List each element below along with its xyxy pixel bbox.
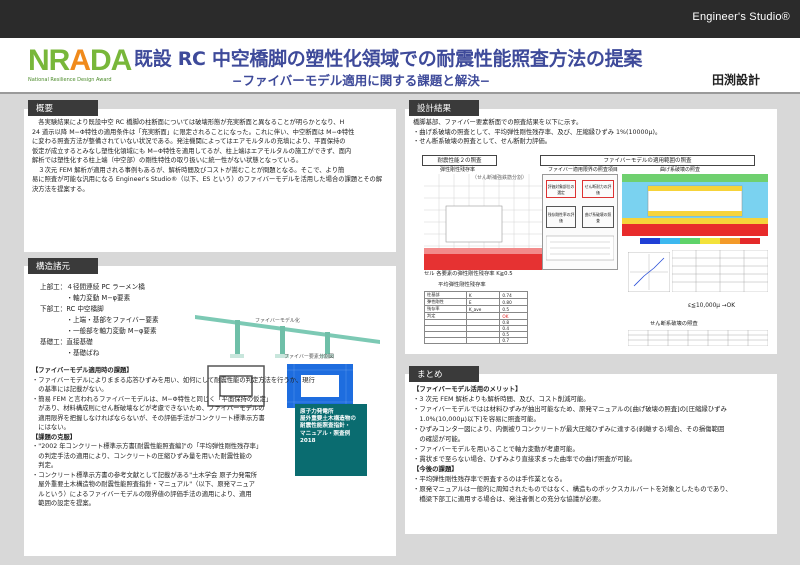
- flow-box-4: 曲げ系破壊の照査: [582, 206, 614, 228]
- narda-logo: NRADA National Resilience Design Award: [28, 44, 132, 84]
- design-result-label: 設計結果: [409, 100, 479, 116]
- fiber-mesh-figure: [287, 364, 353, 408]
- studio-brand: Engineer's Studio®: [692, 11, 790, 23]
- sub-fiber-items: ファイバー適用限界の照査項目: [548, 167, 618, 173]
- bridge-caption: ファイバーモデル化: [255, 318, 300, 324]
- fiber-mesh-caption: ファイバー要素分割図: [284, 354, 334, 360]
- table-title: 平均弾性剛性残存率: [438, 282, 486, 288]
- box-seismic-2: 耐震性能２の照査: [422, 155, 497, 166]
- overview-text: 各実験結果により既設中空 RC 橋脚の柱断面については破壊形態が充実断面と異なる…: [32, 119, 383, 193]
- structure-label: 構造諸元: [28, 258, 98, 274]
- table-row: 0.7: [424, 337, 528, 344]
- flow-box-3: 残存剛性率の評価: [546, 206, 576, 228]
- flow-arrows: [546, 235, 614, 261]
- sub-elastic: 弾性剛性残存率: [440, 167, 476, 173]
- header-rule: [0, 92, 800, 94]
- top-banner: [0, 0, 800, 38]
- sub-bending: 曲げ系破壊の照査: [660, 167, 701, 173]
- mini-result-table-fig: [672, 250, 768, 292]
- flow-box-1: 評価対象部位の選定: [546, 180, 576, 198]
- shear-title: せん断系破壊の照査: [650, 321, 698, 327]
- overview-label: 概要: [28, 100, 98, 116]
- author-name: 田渕設計: [712, 73, 761, 87]
- result-left-caption: セル 各要素の弾性剛性残存率 K≧0.5: [424, 271, 513, 277]
- hollow-section-figure: [207, 365, 265, 407]
- title-area: [0, 38, 800, 98]
- overview-panel: [24, 109, 396, 252]
- design-result-text: 橋脚基部、ファイバー要素断面での照査結果を以下に示す。・曲げ系破壊の照査として、…: [413, 119, 662, 145]
- summary-text: 【ファイバーモデル活用のメリット】 ・3 次元 FEM 解析よりも解析時間、及び…: [413, 385, 732, 503]
- hysteresis-graph: [628, 252, 670, 292]
- contour-colorbar: [640, 238, 760, 244]
- strain-result: ε≦10,000μ →OK: [688, 303, 736, 309]
- shear-table-fig: [628, 330, 768, 346]
- structure-spec: 上部工：４径間連続 PC ラーメン橋 ・軸力変動 M−φ要素下部工：RC 中空橋…: [40, 283, 159, 357]
- page-title: 既設 RC 中空橋脚の塑性化領域での耐震性能照査方法の提案: [134, 48, 643, 70]
- fiber-issues: 【ファイバーモデル適用時の課題】 ・ファイバーモデルによりままる応答ひずみを用い…: [32, 367, 315, 507]
- stiffness-mesh-figure: [424, 174, 542, 270]
- page-subtitle: −ファイバーモデル適用に関する課題と解決−: [232, 73, 491, 88]
- bridge-model-figure: [195, 315, 380, 358]
- summary-label: まとめ: [409, 366, 479, 382]
- box-fiber-range: ファイバーモデルの適用範囲の照査: [540, 155, 755, 166]
- manual-book-cover: 原子力発電所 屋外重要土木構造物の 耐震性能照査指針・ マニュアル・照査例 20…: [295, 404, 367, 476]
- summary-panel: [405, 374, 777, 534]
- flow-box-2: せん断耐力の評価: [582, 180, 614, 198]
- mesh-note: （せん断補強鉄筋分割）: [472, 175, 528, 181]
- strain-contour-figure: [622, 174, 768, 236]
